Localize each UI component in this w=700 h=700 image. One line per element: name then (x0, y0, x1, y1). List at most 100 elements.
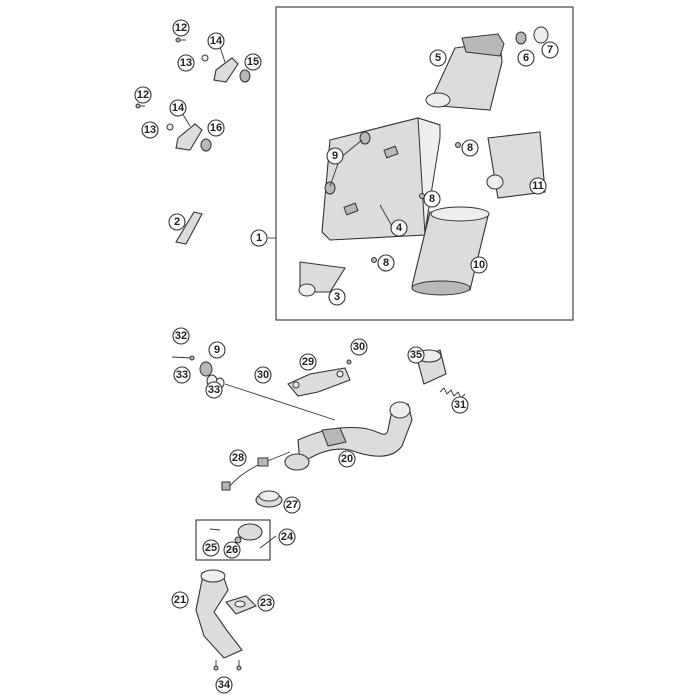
svg-text:16: 16 (210, 122, 222, 134)
svg-text:30: 30 (257, 369, 269, 381)
callout-7: 7 (541, 41, 559, 59)
callout-33-a: 33 (173, 366, 191, 384)
callout-30-a: 30 (254, 366, 272, 384)
callout-25: 25 (202, 539, 220, 557)
callout-4: 4 (390, 219, 408, 237)
leader-lines (178, 40, 394, 549)
svg-text:35: 35 (410, 349, 422, 361)
svg-text:25: 25 (205, 542, 217, 554)
callout-34: 34 (215, 676, 233, 694)
callout-12-lower: 12 (134, 86, 152, 104)
callout-31: 31 (451, 396, 469, 414)
callout-23: 23 (257, 594, 275, 612)
svg-text:3: 3 (334, 291, 340, 303)
callout-29: 29 (299, 353, 317, 371)
svg-text:15: 15 (247, 56, 259, 68)
part-4-muffler-body (321, 117, 441, 241)
svg-text:14: 14 (210, 35, 223, 47)
bracket-assembly-lower (135, 103, 212, 152)
part-2-heat-shield (175, 211, 203, 245)
muffler-assembly-frame (275, 6, 574, 321)
part-7-cap (533, 26, 549, 44)
svg-text:23: 23 (260, 597, 272, 609)
callout-33-b: 33 (205, 381, 223, 399)
callout-14-upper: 14 (207, 32, 225, 50)
svg-text:5: 5 (435, 52, 441, 64)
callout-8-c: 8 (377, 254, 395, 272)
svg-text:9: 9 (214, 344, 220, 356)
part-20-headpipe (284, 401, 413, 471)
svg-text:8: 8 (383, 257, 389, 269)
svg-text:11: 11 (532, 180, 544, 192)
callout-2: 2 (168, 213, 186, 231)
svg-text:34: 34 (218, 679, 231, 691)
bracket-assembly-upper (175, 37, 251, 83)
svg-text:29: 29 (302, 356, 314, 368)
part-6-cap (515, 31, 527, 45)
svg-text:20: 20 (341, 453, 353, 465)
callout-13-upper: 13 (177, 54, 195, 72)
callout-6: 6 (517, 49, 535, 67)
svg-text:26: 26 (226, 544, 238, 556)
svg-text:21: 21 (174, 594, 186, 606)
svg-text:8: 8 (467, 142, 473, 154)
callout-24: 24 (278, 528, 296, 546)
part-34-studs (213, 660, 242, 671)
callout-15: 15 (244, 53, 262, 71)
svg-text:13: 13 (180, 57, 192, 69)
svg-text:13: 13 (144, 124, 156, 136)
part-8-screws (371, 142, 461, 263)
svg-text:28: 28 (232, 452, 244, 464)
svg-text:4: 4 (396, 222, 403, 234)
callout-1: 1 (250, 229, 268, 247)
svg-text:33: 33 (176, 369, 188, 381)
callout-3: 3 (328, 288, 346, 306)
callout-35: 35 (407, 346, 425, 364)
callout-20: 20 (338, 450, 356, 468)
part-29-bracket (287, 359, 352, 397)
svg-text:9: 9 (332, 150, 338, 162)
svg-text:1: 1 (256, 232, 262, 244)
callout-10: 10 (470, 256, 488, 274)
svg-text:32: 32 (175, 330, 187, 342)
svg-text:14: 14 (172, 102, 185, 114)
part-5-muffler-shell (425, 33, 505, 111)
part-24-clamp (209, 523, 263, 544)
callout-13-lower: 13 (141, 121, 159, 139)
callout-32: 32 (172, 327, 190, 345)
callout-12-upper: 12 (172, 19, 190, 37)
callout-8-a: 8 (461, 139, 479, 157)
part-28-sensor (221, 451, 291, 491)
svg-text:10: 10 (473, 259, 485, 271)
callout-28: 28 (229, 449, 247, 467)
svg-text:27: 27 (286, 499, 298, 511)
part-3-inlet-cone (298, 261, 346, 297)
callout-26: 26 (223, 541, 241, 559)
svg-text:6: 6 (523, 52, 529, 64)
part-9-grommets (324, 131, 371, 195)
callout-8-b: 8 (423, 190, 441, 208)
svg-text:30: 30 (353, 341, 365, 353)
part-23-flange (225, 595, 257, 615)
svg-text:2: 2 (174, 216, 180, 228)
svg-text:12: 12 (175, 22, 187, 34)
callout-21: 21 (171, 591, 189, 609)
callout-30-b: 30 (350, 338, 368, 356)
part-21-lower-pipe (195, 569, 243, 659)
svg-text:33: 33 (208, 384, 220, 396)
svg-text:8: 8 (429, 193, 435, 205)
callout-11: 11 (529, 177, 547, 195)
callout-16: 16 (207, 119, 225, 137)
part-27-gasket (255, 490, 283, 508)
callout-9-top: 9 (326, 147, 344, 165)
part-31-spring (439, 387, 466, 399)
callout-9-lower: 9 (208, 341, 226, 359)
callout-5: 5 (429, 49, 447, 67)
svg-text:7: 7 (547, 44, 553, 56)
svg-text:12: 12 (137, 89, 149, 101)
callout-27: 27 (283, 496, 301, 514)
callout-14-lower: 14 (169, 99, 187, 117)
part-10-silencer-insert (411, 206, 490, 296)
svg-text:31: 31 (454, 399, 466, 411)
